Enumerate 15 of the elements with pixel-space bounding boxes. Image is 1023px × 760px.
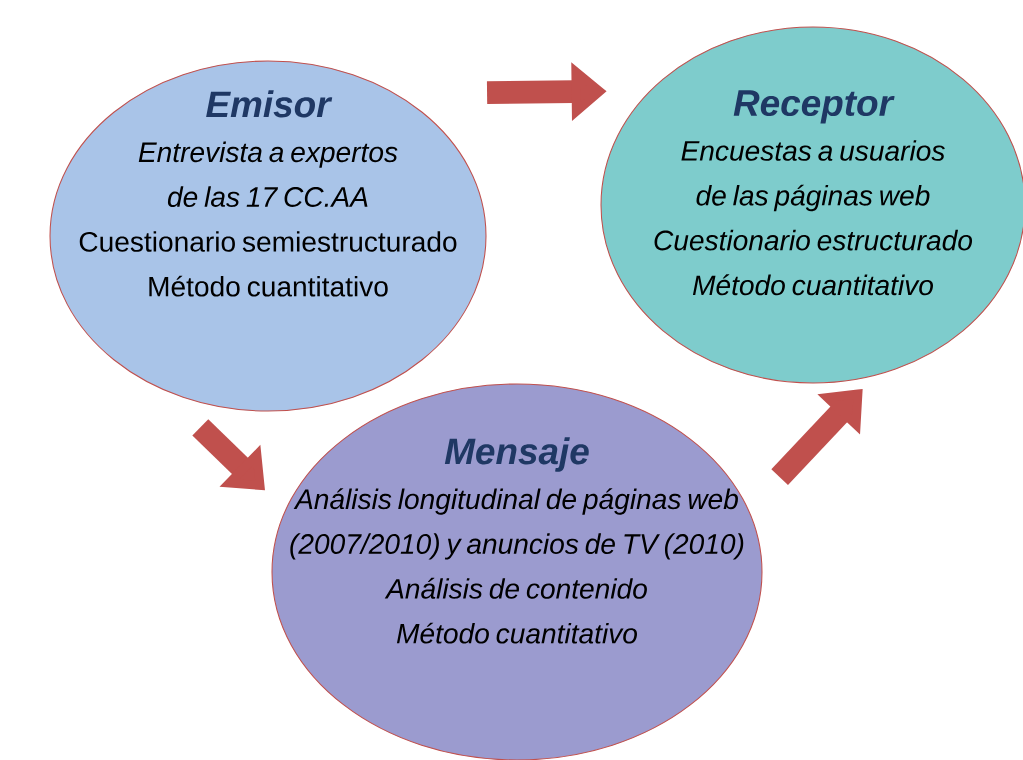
ellipse-heading: Receptor bbox=[733, 90, 895, 124]
ellipse-text: Método cuantitativo bbox=[692, 274, 933, 296]
ellipse bbox=[600, 26, 1023, 384]
ellipse-text: Análisis longitudinal de páginas web (2007/2010) y anuncios de TV (2010) bbox=[290, 488, 744, 560]
ellipse-text: Análisis de contenido bbox=[384, 577, 647, 599]
ellipse-heading: Mensaje bbox=[444, 437, 589, 472]
ellipse-text: Método cuantitativo bbox=[149, 275, 388, 297]
ellipse-text: Método cuantitativo bbox=[396, 622, 637, 644]
ellipse-text: Cuestionario estructurado bbox=[654, 229, 973, 251]
ellipse bbox=[49, 60, 487, 412]
ellipse bbox=[271, 383, 763, 760]
ellipse-heading: Emisor bbox=[206, 90, 333, 118]
ellipse-text: Encuestas a usuarios de las páginas web bbox=[681, 140, 945, 212]
ellipse-text: Cuestionario semiestructurado bbox=[79, 231, 457, 252]
ellipse-text: Entrevista a expertos de las 17 CC.AA bbox=[138, 141, 398, 207]
